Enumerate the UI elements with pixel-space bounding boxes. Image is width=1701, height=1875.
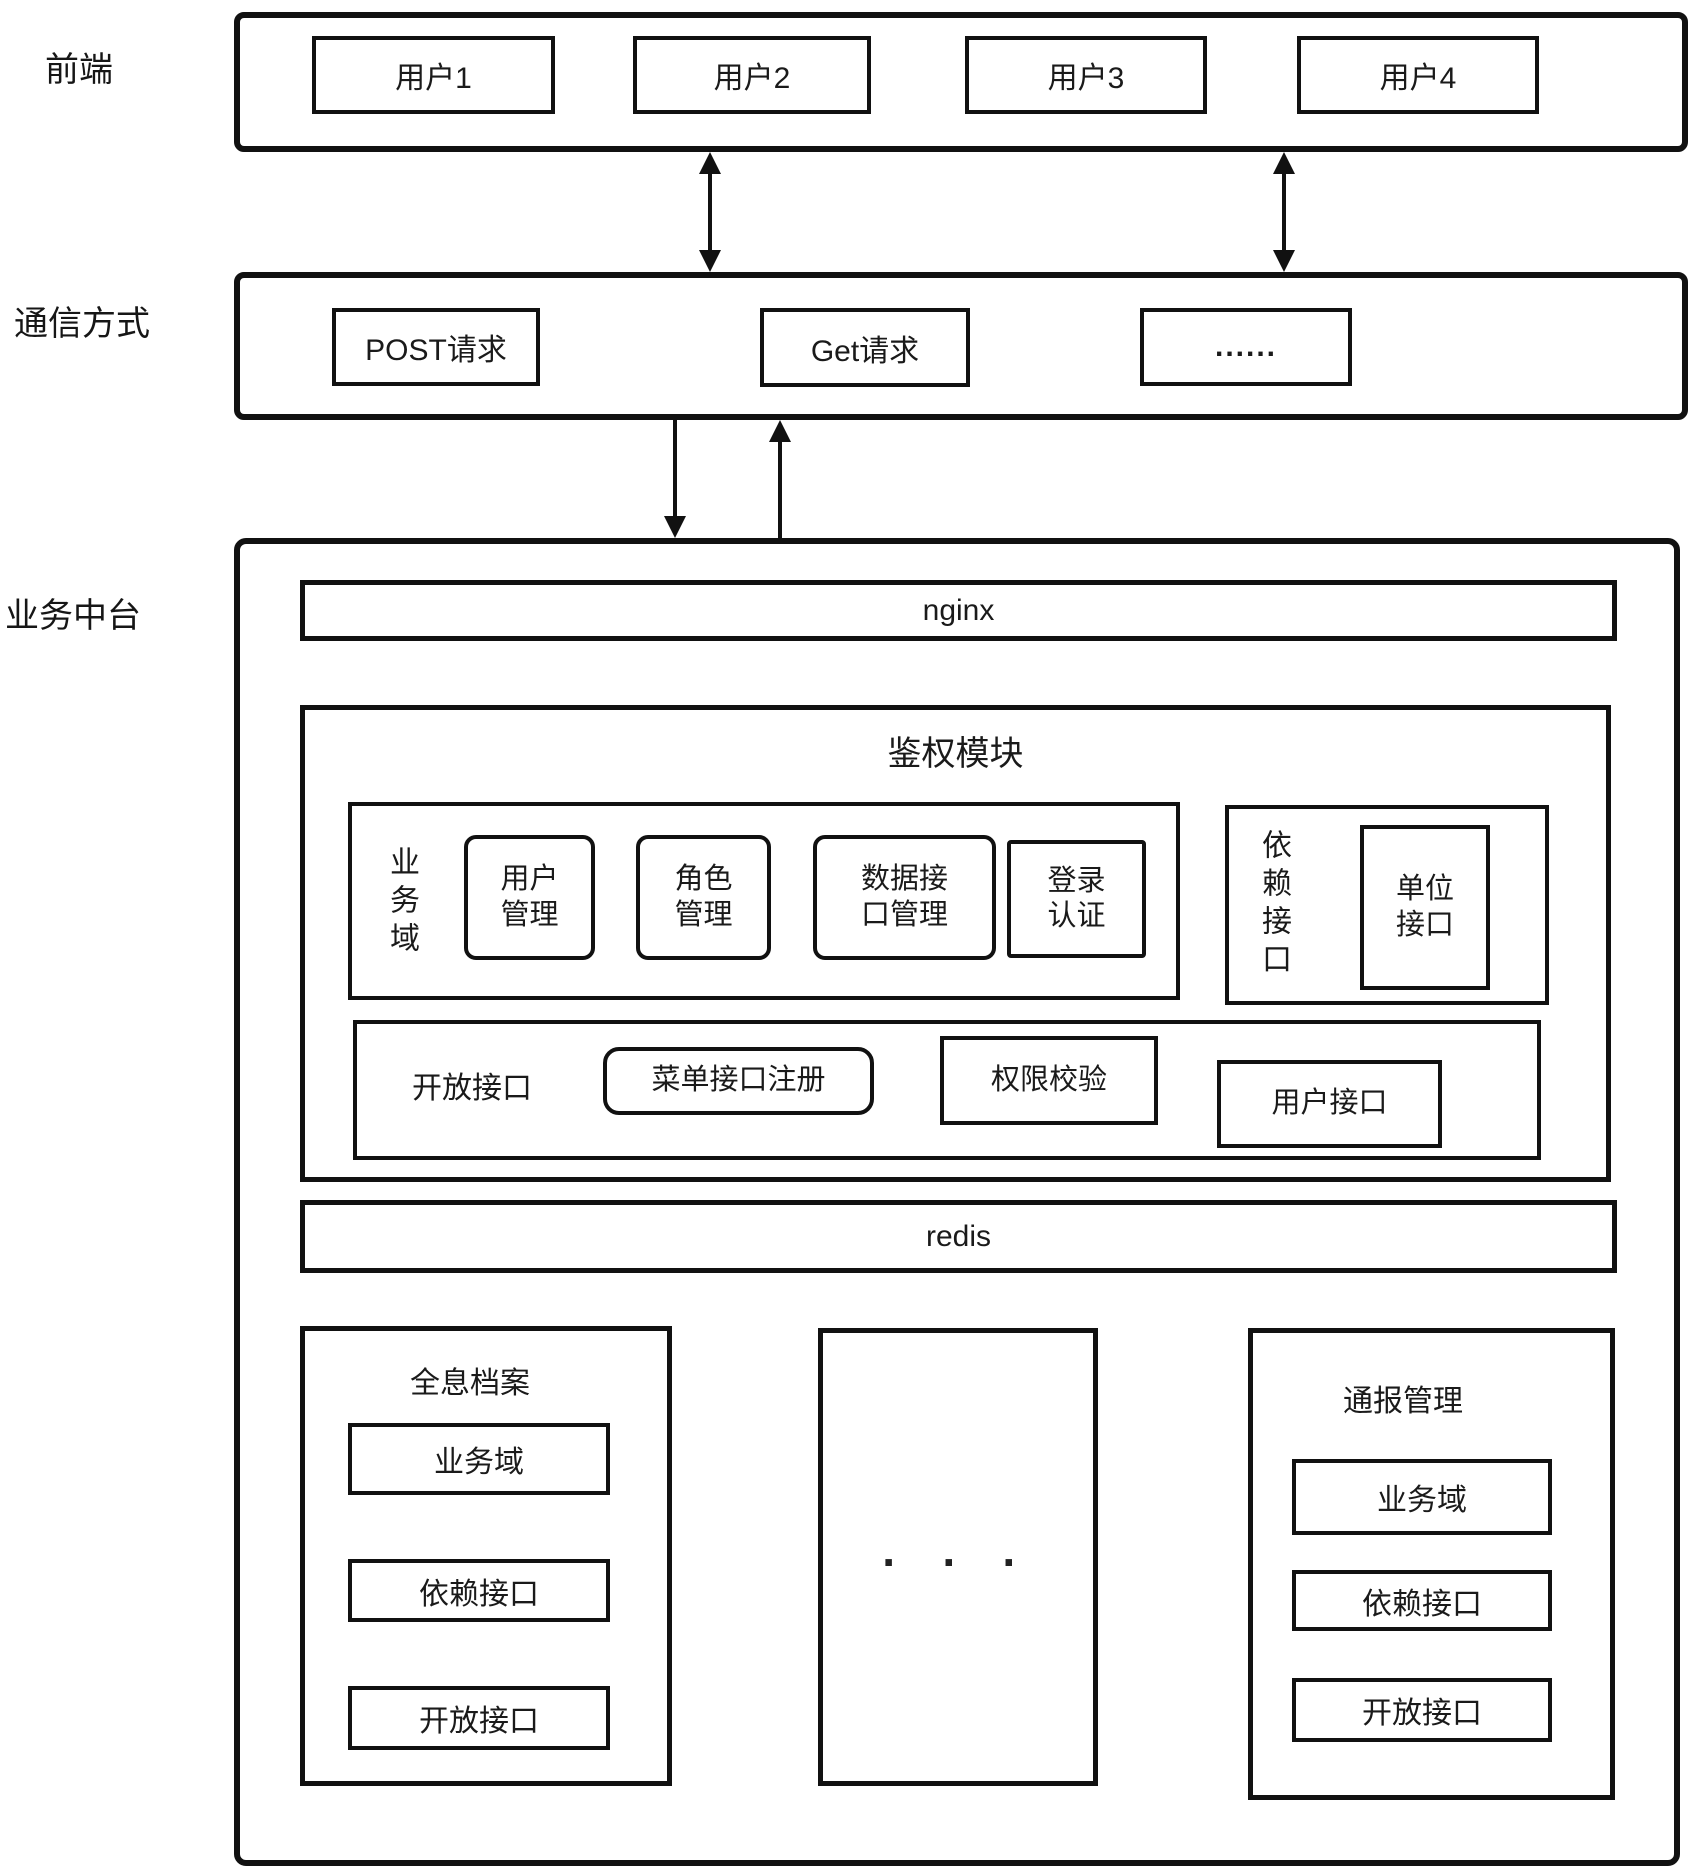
holographic-dependency-interface-box: 依赖接口	[348, 1559, 610, 1622]
more-methods-box: ......	[1140, 308, 1352, 386]
notification-dependency-interface-box: 依赖接口	[1292, 1570, 1552, 1631]
user2-box: 用户2	[633, 36, 871, 114]
data-api-management-box: 数据接 口管理	[813, 835, 996, 960]
holographic-open-interface-box: 开放接口	[348, 1686, 610, 1750]
holographic-archive-title: 全息档案	[410, 1367, 530, 1400]
notification-open-interface-box: 开放接口	[1292, 1678, 1552, 1742]
user-interface-box: 用户接口	[1217, 1060, 1442, 1148]
business-domain-label: 业务域	[385, 846, 418, 960]
notification-business-domain-box: 业务域	[1292, 1459, 1552, 1535]
redis-bar: redis	[300, 1200, 1617, 1273]
login-auth-box: 登录 认证	[1007, 840, 1146, 958]
post-request-box: POST请求	[332, 308, 540, 386]
menu-api-register-box: 菜单接口注册	[603, 1047, 874, 1115]
permission-check-box: 权限校验	[940, 1036, 1158, 1125]
user3-box: 用户3	[965, 36, 1207, 114]
user-management-box: 用户 管理	[464, 835, 595, 960]
open-api-label: 开放接口	[412, 1072, 532, 1105]
role-management-box: 角色 管理	[636, 835, 771, 960]
holographic-business-domain-box: 业务域	[348, 1423, 610, 1495]
frontend-side-label: 前端	[45, 50, 113, 89]
user1-box: 用户1	[312, 36, 555, 114]
placeholder-module	[818, 1328, 1098, 1786]
communication-side-label: 通信方式	[14, 304, 150, 343]
platform-side-label: 业务中台	[5, 596, 141, 635]
nginx-bar: nginx	[300, 580, 1617, 641]
ellipsis-dots: · · ·	[882, 1536, 1034, 1588]
dependency-interface-label: 依赖接口	[1257, 829, 1290, 981]
auth-module-title: 鉴权模块	[887, 734, 1024, 773]
unit-interface-box: 单位 接口	[1360, 825, 1490, 990]
user4-box: 用户4	[1297, 36, 1539, 114]
notification-management-title: 通报管理	[1343, 1385, 1463, 1418]
get-request-box: Get请求	[760, 308, 970, 387]
